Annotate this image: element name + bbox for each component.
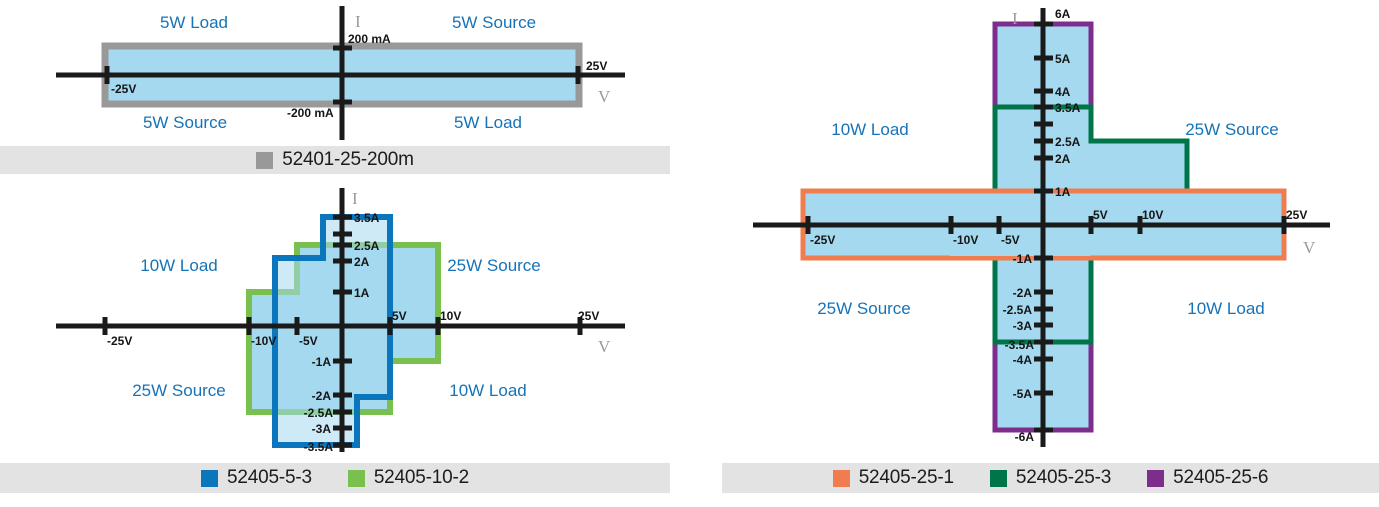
- quadrant-label-bottom-left: 5W Source: [143, 113, 227, 132]
- chart-52405-25-svg: I V -25V -10V -5V 5V 10V 25V 6A 5A 4A 3.…: [753, 7, 1330, 447]
- tick-label-v-neg5: -5V: [299, 334, 318, 348]
- tick-label-i-neg1: -1A: [1013, 252, 1033, 266]
- legend-label: 52405-25-6: [1173, 467, 1269, 488]
- legend-item[interactable]: 52405-25-3: [989, 467, 1112, 489]
- tick-label-i-1: 1A: [1055, 185, 1071, 199]
- quadrant-label-top-left: 5W Load: [160, 13, 228, 32]
- tick-label-i-5: 5A: [1055, 52, 1071, 66]
- tick-label-v-neg25: -25V: [107, 334, 132, 348]
- tick-label-i-neg3-5: -3.5A: [304, 440, 334, 454]
- legend-label: 52405-5-3: [226, 467, 312, 488]
- tick-label-i-neg2: -2A: [312, 389, 332, 403]
- quadrant-label-top-right: 25W Source: [447, 256, 541, 275]
- legend-swatch-icon: [989, 469, 1007, 487]
- tick-label-i-4: 4A: [1055, 85, 1071, 99]
- tick-label-i-neg3-5: -3.5A: [1005, 338, 1035, 352]
- tick-label-i-neg2-5: -2.5A: [304, 406, 334, 420]
- v-axis-label: V: [598, 337, 611, 356]
- tick-label-i-neg4: -4A: [1013, 353, 1033, 367]
- legend-52405-5-10: 52405-5-3 52405-10-2: [0, 463, 670, 493]
- tick-label-v-pos5: 5V: [1093, 208, 1108, 222]
- tick-label-i-pos: 200 mA: [348, 32, 391, 46]
- tick-label-v-pos10: 10V: [440, 309, 461, 323]
- tick-label-i-neg3: -3A: [312, 422, 332, 436]
- legend-item[interactable]: 52405-10-2: [347, 467, 470, 489]
- legend-label: 52401-25-200m: [282, 149, 414, 170]
- tick-label-i-3-5: 3.5A: [354, 211, 380, 225]
- tick-label-v-neg5: -5V: [1001, 233, 1020, 247]
- legend-52401: 52401-25-200m: [0, 146, 670, 174]
- quadrant-label-bottom-right: 5W Load: [454, 113, 522, 132]
- legend-52405-25: 52405-25-1 52405-25-3 52405-25-6: [722, 463, 1379, 493]
- legend-swatch-icon: [200, 469, 218, 487]
- tick-label-i-2-5: 2.5A: [1055, 135, 1081, 149]
- legend-label: 52405-25-1: [858, 467, 954, 488]
- chart-52405-5-10-svg: I V -25V -10V -5V 5V 10V 25V 3.5A 2.5A 2…: [56, 188, 625, 454]
- chart-panel-52401: I V 200 mA -200 mA -25V 25V 5W Load 5W S…: [0, 0, 690, 145]
- tick-label-i-6: 6A: [1055, 7, 1071, 21]
- legend-item[interactable]: 52405-25-6: [1147, 467, 1268, 489]
- tick-label-i-neg1: -1A: [312, 355, 332, 369]
- quadrant-label-bottom-right: 10W Load: [1187, 299, 1265, 318]
- legend-item[interactable]: 52405-25-1: [832, 467, 954, 489]
- legend-label: 52405-25-3: [1015, 467, 1112, 488]
- tick-label-i-neg: -200 mA: [287, 106, 334, 120]
- tick-label-i-neg2: -2A: [1013, 286, 1033, 300]
- tick-label-v-pos: 25V: [586, 59, 607, 73]
- legend-swatch-icon: [256, 151, 274, 169]
- legend-swatch-icon: [1147, 469, 1165, 487]
- quadrant-label-top-left: 10W Load: [831, 120, 909, 139]
- legend-item[interactable]: 52405-5-3: [200, 467, 312, 489]
- quadrant-label-top-left: 10W Load: [140, 256, 218, 275]
- tick-label-v-neg25: -25V: [810, 233, 835, 247]
- tick-label-i-1: 1A: [354, 286, 370, 300]
- tick-label-i-2-5: 2.5A: [354, 239, 380, 253]
- tick-label-v-pos25: 25V: [578, 309, 599, 323]
- tick-label-i-2: 2A: [1055, 152, 1071, 166]
- tick-label-v-pos5: 5V: [392, 309, 407, 323]
- i-axis-label: I: [1012, 9, 1018, 28]
- v-axis-label: V: [1303, 238, 1316, 257]
- legend-swatch-icon: [347, 469, 365, 487]
- i-axis-label: I: [352, 189, 358, 208]
- chart-52401-svg: I V 200 mA -200 mA -25V 25V 5W Load 5W S…: [56, 6, 625, 140]
- soa-outline-52405-5-3: [272, 214, 393, 448]
- legend-item[interactable]: 52401-25-200m: [256, 149, 414, 171]
- tick-label-v-neg10: -10V: [251, 334, 276, 348]
- quadrant-label-bottom-left: 25W Source: [817, 299, 911, 318]
- i-axis-label: I: [355, 12, 361, 31]
- tick-label-v-pos10: 10V: [1142, 208, 1163, 222]
- tick-label-i-3-5: 3.5A: [1055, 101, 1081, 115]
- tick-label-v-neg: -25V: [111, 82, 136, 96]
- legend-label: 52405-10-2: [373, 467, 470, 488]
- tick-label-i-neg2-5: -2.5A: [1003, 303, 1033, 317]
- legend-swatch-icon: [832, 469, 850, 487]
- tick-label-i-neg5: -5A: [1013, 387, 1033, 401]
- tick-label-i-neg3: -3A: [1013, 319, 1033, 333]
- tick-label-v-neg10: -10V: [953, 233, 978, 247]
- quadrant-label-top-right: 5W Source: [452, 13, 536, 32]
- chart-panel-52405-5-10: I V -25V -10V -5V 5V 10V 25V 3.5A 2.5A 2…: [0, 180, 690, 455]
- tick-label-i-neg6: -6A: [1015, 430, 1035, 444]
- tick-label-v-pos25: 25V: [1286, 208, 1307, 222]
- quadrant-label-bottom-right: 10W Load: [449, 381, 527, 400]
- quadrant-label-bottom-left: 25W Source: [132, 381, 226, 400]
- quadrant-label-top-right: 25W Source: [1185, 120, 1279, 139]
- v-axis-label: V: [598, 87, 611, 106]
- tick-label-i-2: 2A: [354, 255, 370, 269]
- chart-panel-52405-25: I V -25V -10V -5V 5V 10V 25V 6A 5A 4A 3.…: [690, 0, 1379, 455]
